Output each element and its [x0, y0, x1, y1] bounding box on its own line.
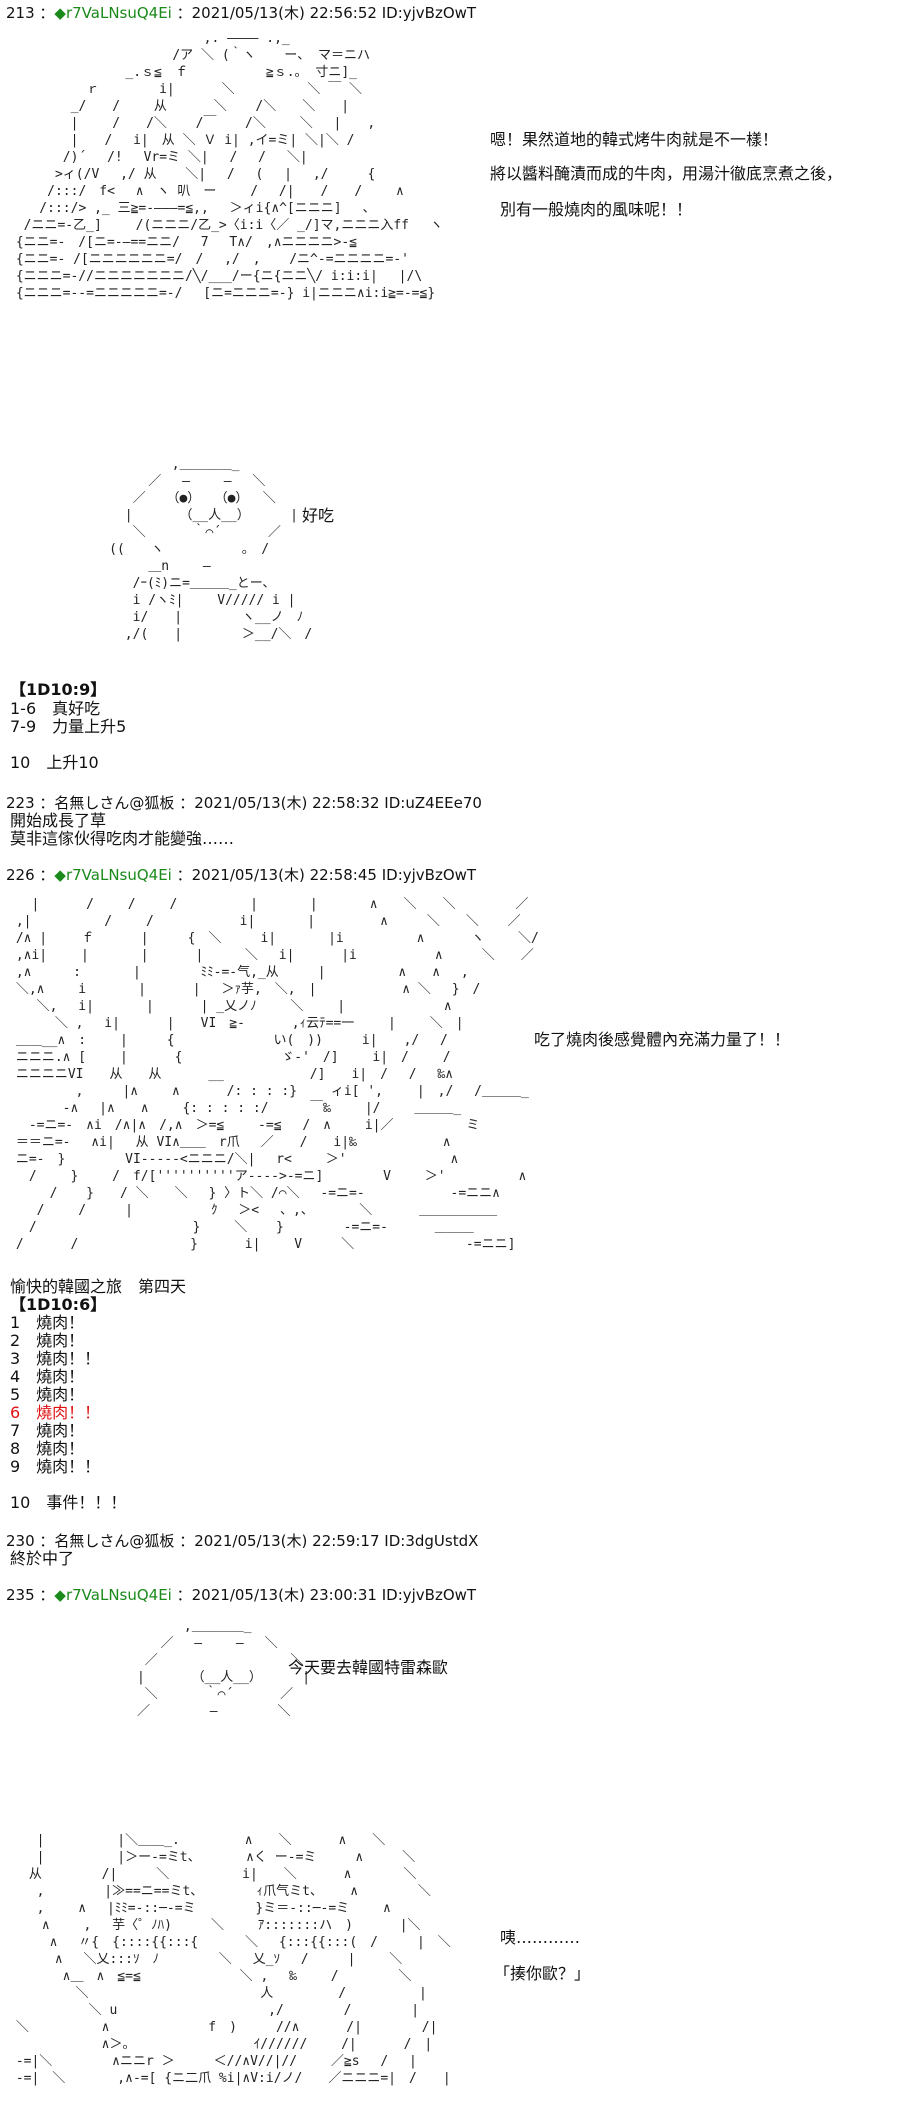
post-header-213: 213 ：◆r7VaLNsuQ4Ei ：2021/05/13(木) 22:56:… [6, 4, 477, 22]
list-item: 8 燒肉！ [10, 1439, 85, 1458]
speech-yummy: 好吃 [302, 506, 335, 525]
post-text: 開始成長了草 [10, 811, 107, 830]
dice-roll-tag: 【1D10:9】 [10, 680, 107, 699]
ascii-art-round-face: ,＿＿＿＿_ ／ ― ― ＼ ／ （●） （●） ＼ | （__人__） | ＼… [109, 457, 313, 642]
list-item: 4 燒肉！ [10, 1367, 85, 1386]
poster-id: ID:yjvBzOwT [381, 1586, 477, 1604]
list-item: 7 燒肉！ [10, 1421, 85, 1440]
roll-line: 10 上升10 [10, 753, 99, 772]
speech-huh: 咦………… [500, 1928, 581, 1947]
list-item: 1 燒肉！ [10, 1313, 85, 1332]
list-item-highlighted: 6 燒肉！！ [10, 1403, 101, 1422]
list-item: 5 燒肉！ [10, 1385, 85, 1404]
ascii-art-round-face-2: ,＿＿＿＿_ ／ ― ― ＼ ／ ＼ | （__人__） | ＼ ｀⌒´ ／ ／… [136, 1619, 311, 1719]
speech-today: 今天要去韓國特雷森歐 [288, 1658, 449, 1677]
post-text: 終於中了 [10, 1549, 75, 1568]
post-number: 213 [6, 4, 35, 22]
list-item: 9 燒肉！！ [10, 1457, 101, 1476]
roll-line: 1-6 真好吃 [10, 699, 101, 718]
post-header-235: 235 ：◆r7VaLNsuQ4Ei ：2021/05/13(木) 23:00:… [6, 1586, 477, 1604]
trip-title: 愉快的韓國之旅 第四天 [10, 1277, 187, 1296]
speech-line: 嗯！果然道地的韓式烤牛肉就是不一樣！ [490, 130, 779, 149]
speech-hit: 「揍你歐？」 [494, 1964, 591, 1983]
ascii-art-shocked-characters: | |＼＿＿_. ∧ ＼ ∧ ＼ | |＞ー-=ミt、 ∧く ー-=ミ ∧ ＼ … [15, 1833, 451, 2086]
poster-name[interactable]: ◆r7VaLNsuQ4Ei [54, 866, 172, 884]
list-item: 2 燒肉！ [10, 1331, 85, 1350]
post-header-226: 226 ：◆r7VaLNsuQ4Ei ：2021/05/13(木) 22:58:… [6, 866, 477, 884]
post-header-223: 223 ：名無しさん@狐板 ：2021/05/13(木) 22:58:32 ID… [6, 794, 482, 812]
poster-name[interactable]: ◆r7VaLNsuQ4Ei [54, 4, 172, 22]
poster-id: ID:uZ4EEe70 [384, 794, 482, 812]
ascii-art-character-eating: ,. ―――― .,_ /ア ＼ (｀ヽ ー、 マ＝ニハ _.ｓ≦ ｆ ≧ｓ.。… [15, 31, 443, 301]
poster-name[interactable]: ◆r7VaLNsuQ4Ei [54, 1586, 172, 1604]
speech-line: 將以醬料醃漬而成的牛肉，用湯汁徹底烹煮之後， [490, 164, 843, 183]
dice-roll-tag: 【1D10:6】 [10, 1295, 107, 1314]
speech-power: 吃了燒肉後感覺體內充滿力量了！！ [534, 1030, 791, 1049]
post-date: 2021/05/13(木) 22:56:52 [191, 4, 377, 22]
poster-id: ID:yjvBzOwT [381, 4, 477, 22]
poster-name[interactable]: 名無しさん@狐板 [54, 794, 175, 812]
speech-line: 別有一般燒肉的風味呢！！ [500, 200, 693, 219]
post-header-230: 230 ：名無しさん@狐板 ：2021/05/13(木) 22:59:17 ID… [6, 1532, 479, 1550]
poster-id: ID:yjvBzOwT [381, 866, 477, 884]
list-item: 3 燒肉！！ [10, 1349, 101, 1368]
poster-id: ID:3dgUstdX [384, 1532, 479, 1550]
roll-line: 7-9 力量上升5 [10, 717, 127, 736]
post-text: 莫非這傢伙得吃肉才能變強…… [10, 829, 235, 848]
roll-block-1: 【1D10:9】 [10, 681, 106, 699]
ascii-art-power-up: | / / / | | ∧ ＼ ＼ ／ ,| / / i| | ∧ ＼ ＼ ／ … [15, 897, 539, 1252]
roll-block-2: 【1D10:6】 [10, 1296, 106, 1314]
event-line: 10 事件！！！ [10, 1493, 127, 1512]
poster-name[interactable]: 名無しさん@狐板 [54, 1532, 175, 1550]
